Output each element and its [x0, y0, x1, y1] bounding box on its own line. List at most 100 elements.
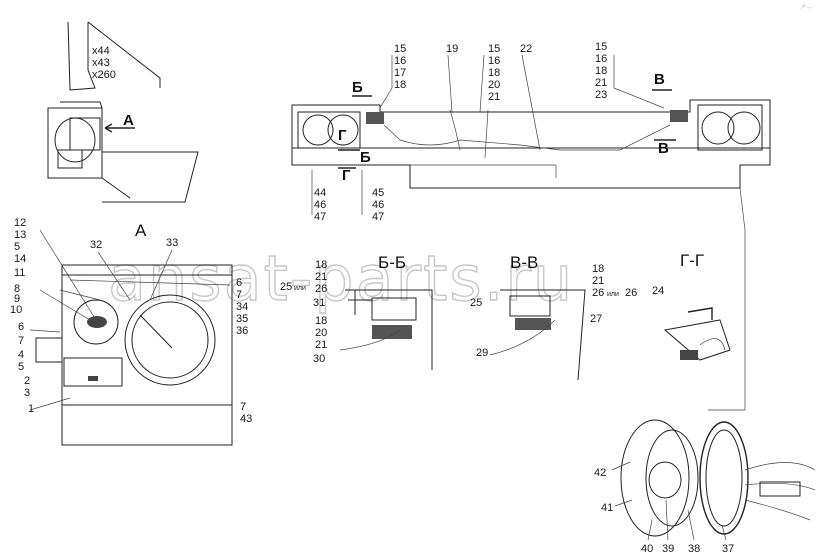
svg-text:7: 7: [18, 335, 24, 347]
section-vv: В-В 18 21 26 25 или 26 27 29: [470, 253, 637, 381]
right-lamp-switch: [670, 110, 688, 122]
svg-text:4: 4: [18, 349, 24, 361]
mark-v-bottom: В: [658, 140, 669, 157]
svg-text:8: 8: [14, 283, 20, 295]
callout-16b: 16: [488, 55, 500, 67]
callout-45: 45: [372, 187, 384, 199]
left-work-lamp: [297, 111, 361, 149]
section-vv-lamp: [515, 318, 551, 330]
svg-text:или: или: [607, 291, 619, 298]
view-a-large-lamp: [124, 294, 216, 386]
svg-text:34: 34: [236, 301, 248, 313]
svg-text:14: 14: [14, 253, 26, 265]
callout-44: 44: [314, 187, 326, 199]
mark-b-bottom: Б: [360, 149, 371, 166]
svg-text:33: 33: [166, 237, 178, 249]
code-x44: x44: [92, 45, 110, 57]
callout-21c: 21: [595, 77, 607, 89]
mark-g-bottom: Г: [342, 167, 351, 184]
svg-text:или: или: [294, 285, 306, 292]
svg-text:18: 18: [592, 263, 604, 275]
callout-18c: 18: [595, 65, 607, 77]
svg-text:6: 6: [18, 321, 24, 333]
view-a-bracket: [35, 337, 63, 363]
svg-text:24: 24: [652, 285, 664, 297]
svg-text:5: 5: [18, 361, 24, 373]
svg-text:20: 20: [315, 327, 327, 339]
svg-text:11: 11: [14, 267, 25, 279]
svg-text:29: 29: [476, 347, 488, 359]
svg-text:21: 21: [315, 339, 327, 351]
callout-18a: 18: [394, 79, 406, 91]
svg-text:3: 3: [24, 387, 30, 399]
leader-15c: [613, 55, 665, 109]
callout-20b: 20: [488, 79, 500, 91]
lamp-connector: [759, 481, 801, 497]
svg-text:12: 12: [14, 217, 26, 229]
view-a-small-lamp: [73, 299, 119, 345]
view-a-label: А: [123, 112, 134, 129]
leader-to-lamp: [708, 187, 746, 411]
callout-47a: 47: [314, 211, 326, 223]
section-bb: Б-Б 18 21 26 25 или 31 18 20 21 30: [280, 253, 433, 370]
svg-text:30: 30: [313, 353, 325, 365]
svg-text:7: 7: [236, 289, 242, 301]
view-a: А: [35, 221, 233, 446]
mark-b-top: Б: [352, 79, 363, 96]
callout-19: 19: [446, 43, 458, 55]
leader-15a: [379, 55, 393, 109]
cab-pillar: [67, 21, 96, 91]
callout-17a: 17: [394, 67, 406, 79]
view-a-title: А: [135, 221, 147, 240]
section-gg-title: Г-Г: [680, 251, 704, 270]
lamp-detail: 42 41 40 39 38 37: [594, 419, 816, 555]
leader-22: [521, 54, 541, 151]
lamp-bracket: [57, 149, 83, 169]
code-x43: x43: [92, 57, 110, 69]
callout-16a: 16: [394, 55, 406, 67]
mark-v-top: В: [654, 71, 665, 88]
watermark: ansat-parts.ru: [108, 242, 574, 315]
corner-mark: ↗↔: [800, 4, 813, 11]
svg-text:39: 39: [662, 543, 674, 555]
svg-text:27: 27: [590, 313, 602, 325]
callout-15b: 15: [488, 43, 500, 55]
svg-text:5: 5: [14, 241, 20, 253]
svg-text:18: 18: [315, 315, 327, 327]
svg-text:25: 25: [470, 297, 482, 309]
svg-text:6: 6: [236, 277, 242, 289]
section-vv-frame: [500, 289, 586, 381]
callout-21b: 21: [488, 91, 500, 103]
cab-fragment: А x44 x43 x260: [47, 21, 199, 203]
lamp-bulb: [648, 461, 682, 499]
svg-text:1: 1: [28, 403, 34, 415]
beam-harness: [383, 124, 671, 151]
svg-text:9: 9: [14, 293, 20, 305]
svg-text:13: 13: [14, 229, 26, 241]
callout-23c: 23: [595, 89, 607, 101]
code-x260: x260: [92, 69, 116, 81]
svg-text:31: 31: [313, 297, 325, 309]
svg-text:26: 26: [315, 283, 327, 295]
cab-roof-edge: [87, 21, 161, 88]
section-vv-title: В-В: [510, 253, 538, 272]
svg-text:41: 41: [601, 502, 613, 514]
svg-text:2: 2: [24, 375, 30, 387]
svg-text:42: 42: [594, 467, 606, 479]
svg-text:26: 26: [592, 287, 604, 299]
lamp-rim: [620, 419, 690, 537]
headlamp-outline: [54, 117, 96, 163]
callout-47b: 47: [372, 211, 384, 223]
callout-15c: 15: [595, 41, 607, 53]
view-a-callouts: 12 13 5 14 11 8 9 10 6 7 4 5 2 3 1 32 33…: [10, 217, 252, 425]
svg-text:7: 7: [240, 401, 246, 413]
callout-16c: 16: [595, 53, 607, 65]
leader-19: [447, 54, 453, 113]
leader-15b: [479, 54, 485, 113]
callout-46b: 46: [372, 199, 384, 211]
lamp-wires: [744, 462, 816, 521]
lamp-housing: [69, 117, 101, 151]
hood-line: [101, 177, 131, 199]
view-a-panel: [61, 264, 233, 446]
